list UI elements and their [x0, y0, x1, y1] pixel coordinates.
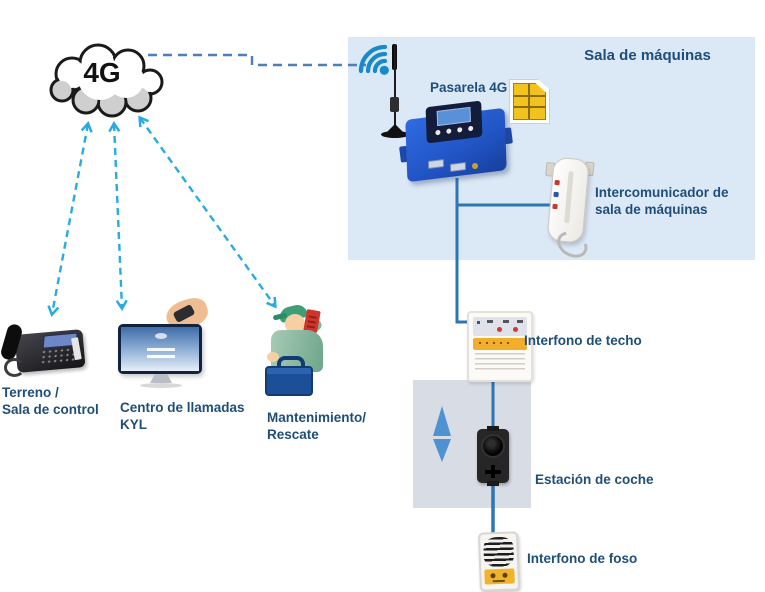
phone-cord	[4, 358, 25, 377]
gateway-front-panel	[425, 100, 483, 144]
control-room-phone	[0, 322, 88, 378]
machine-room-intercom-label: Intercomunicador de sala de máquinas	[595, 185, 729, 217]
down-arrow-icon	[433, 439, 451, 462]
maintenance-worker-graphic	[263, 302, 337, 400]
antenna-joint	[390, 97, 399, 112]
gateway-lcd	[436, 106, 471, 127]
cloud-network-label: 4G	[83, 57, 121, 88]
pit-intercom-panel	[484, 568, 515, 585]
car-station-device	[477, 426, 509, 486]
antenna-base	[381, 131, 409, 138]
antenna-base-cone	[386, 124, 404, 133]
cloud-to-gateway-link	[148, 53, 366, 67]
gateway-led	[472, 163, 478, 169]
maintenance-label: Mantenimiento/ Rescate	[267, 410, 367, 442]
worker-toolbox	[265, 366, 313, 396]
monitor-screen	[118, 324, 202, 374]
up-arrow-icon	[433, 406, 451, 436]
ceiling-intercom-speaker	[475, 353, 525, 371]
ceiling-intercom-label: Interfono de techo	[524, 333, 642, 348]
gateway-label: Pasarela 4G	[430, 80, 508, 95]
wifi-icon	[358, 44, 389, 75]
elevator-shaft-zone	[413, 380, 531, 508]
cloud-icon	[49, 43, 164, 118]
antenna-rod	[394, 44, 396, 134]
worker-face	[285, 314, 305, 333]
monitor-base	[140, 383, 182, 388]
monitor-stand	[150, 374, 172, 383]
gateway-buttons	[426, 125, 482, 137]
cloud-to-maintenance-arrow	[138, 115, 277, 309]
pit-intercom-device	[477, 531, 521, 592]
car-station-speaker	[481, 434, 505, 458]
sim-card-icon	[509, 79, 550, 124]
sim-card-chip	[513, 83, 546, 120]
ceiling-intercom-yellow-strip	[473, 338, 527, 350]
cloud-to-callcenter-arrow	[108, 120, 128, 312]
gateway-device	[399, 100, 514, 184]
control-room-label: Terreno / Sala de control	[2, 385, 99, 417]
pit-intercom-label: Interfono de foso	[527, 551, 638, 566]
call-center-label: Centro de llamadas KYL	[120, 400, 245, 432]
ceiling-intercom-device	[467, 311, 533, 382]
machine-room-intercom-device	[542, 154, 595, 263]
phone-keypad	[39, 346, 78, 366]
phone-body	[14, 329, 86, 373]
car-station-label: Estación de coche	[535, 472, 654, 487]
pit-intercom-speaker	[483, 536, 515, 568]
ceiling-intercom-panel	[473, 317, 527, 336]
call-center-workstation	[114, 294, 212, 388]
machine-room-title: Sala de máquinas	[584, 47, 711, 64]
cloud-to-phone-arrow	[47, 121, 93, 317]
